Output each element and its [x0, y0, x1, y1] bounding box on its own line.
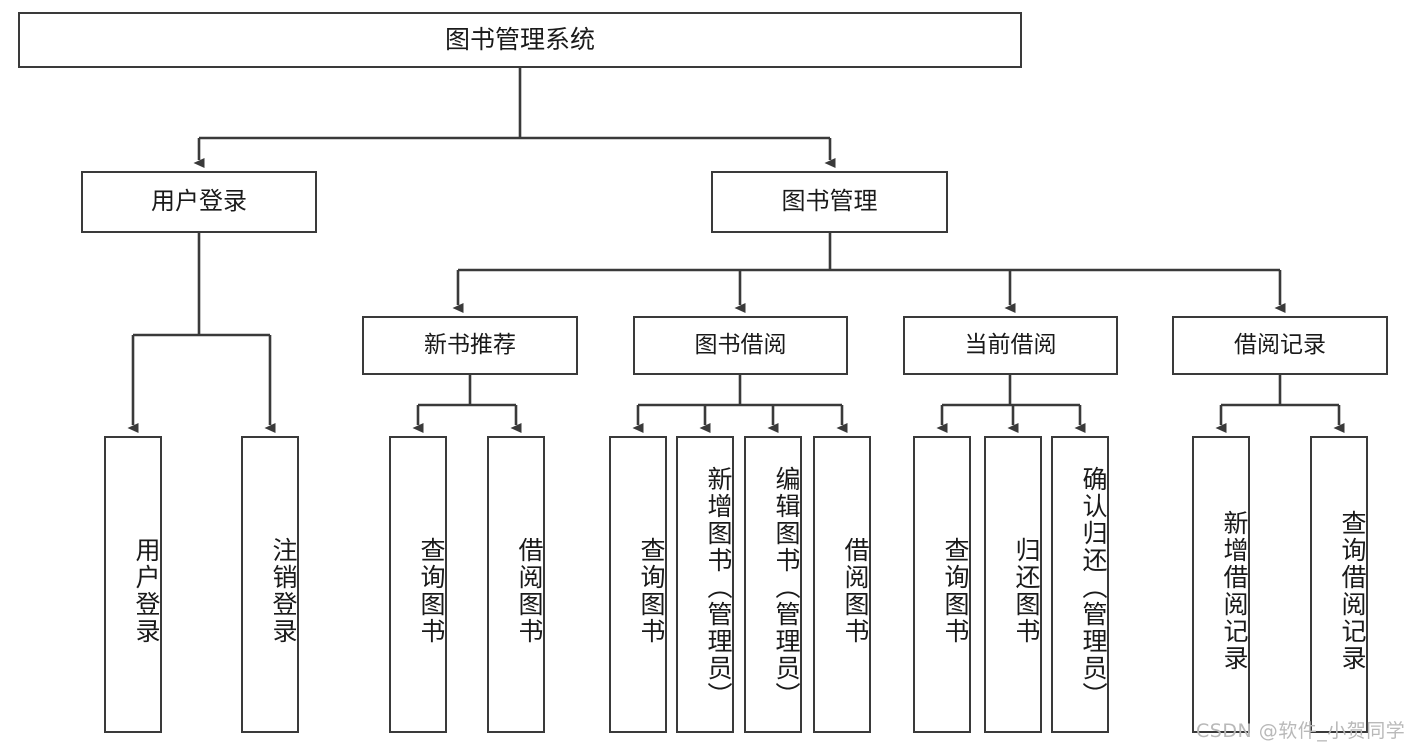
leaf-return-book[interactable]: 归还图书 [984, 436, 1042, 733]
leaf-borrow-book[interactable]: 借阅图书 [813, 436, 871, 733]
leaf-borrow-book-recommend[interactable]: 借阅图书 [487, 436, 545, 733]
leaf-query-book-recommend[interactable]: 查询图书 [389, 436, 447, 733]
node-new-book-recommend[interactable]: 新书推荐 [362, 316, 578, 375]
leaf-add-borrow-record[interactable]: 新增借阅记录 [1192, 436, 1250, 733]
node-user-login[interactable]: 用户登录 [81, 171, 317, 233]
leaf-logout-login[interactable]: 注销登录 [241, 436, 299, 733]
csdn-watermark: CSDN @软件_小贺同学 [1196, 720, 1405, 742]
leaf-query-book-current[interactable]: 查询图书 [913, 436, 971, 733]
node-current-borrow[interactable]: 当前借阅 [903, 316, 1118, 375]
node-book-management[interactable]: 图书管理 [711, 171, 948, 233]
leaf-user-login[interactable]: 用户登录 [104, 436, 162, 733]
node-root-book-management-system[interactable]: 图书管理系统 [18, 12, 1022, 68]
node-book-borrow[interactable]: 图书借阅 [633, 316, 848, 375]
leaf-add-book-admin[interactable]: 新增图书（管理员） [676, 436, 734, 733]
leaf-confirm-return-admin[interactable]: 确认归还（管理员） [1051, 436, 1109, 733]
leaf-edit-book-admin[interactable]: 编辑图书（管理员） [744, 436, 802, 733]
leaf-query-borrow-record[interactable]: 查询借阅记录 [1310, 436, 1368, 733]
node-borrow-record[interactable]: 借阅记录 [1172, 316, 1388, 375]
leaf-query-book-borrow[interactable]: 查询图书 [609, 436, 667, 733]
